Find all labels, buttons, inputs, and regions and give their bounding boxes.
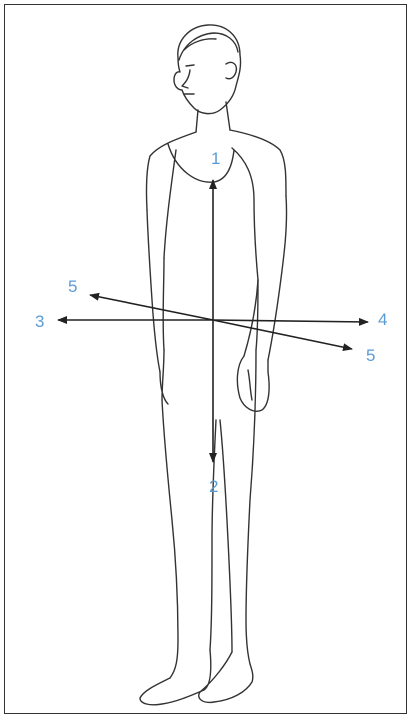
- label-oblique-upper-left: 5: [68, 278, 77, 295]
- label-left: 3: [35, 313, 44, 330]
- label-superior: 1: [211, 150, 220, 167]
- arrow-right: [213, 320, 368, 322]
- label-inferior: 2: [209, 478, 218, 495]
- arrow-oblique-lower-right: [213, 320, 352, 349]
- label-right: 4: [378, 311, 387, 328]
- axis-arrows: [58, 180, 368, 462]
- label-oblique-lower-right: 5: [366, 347, 375, 364]
